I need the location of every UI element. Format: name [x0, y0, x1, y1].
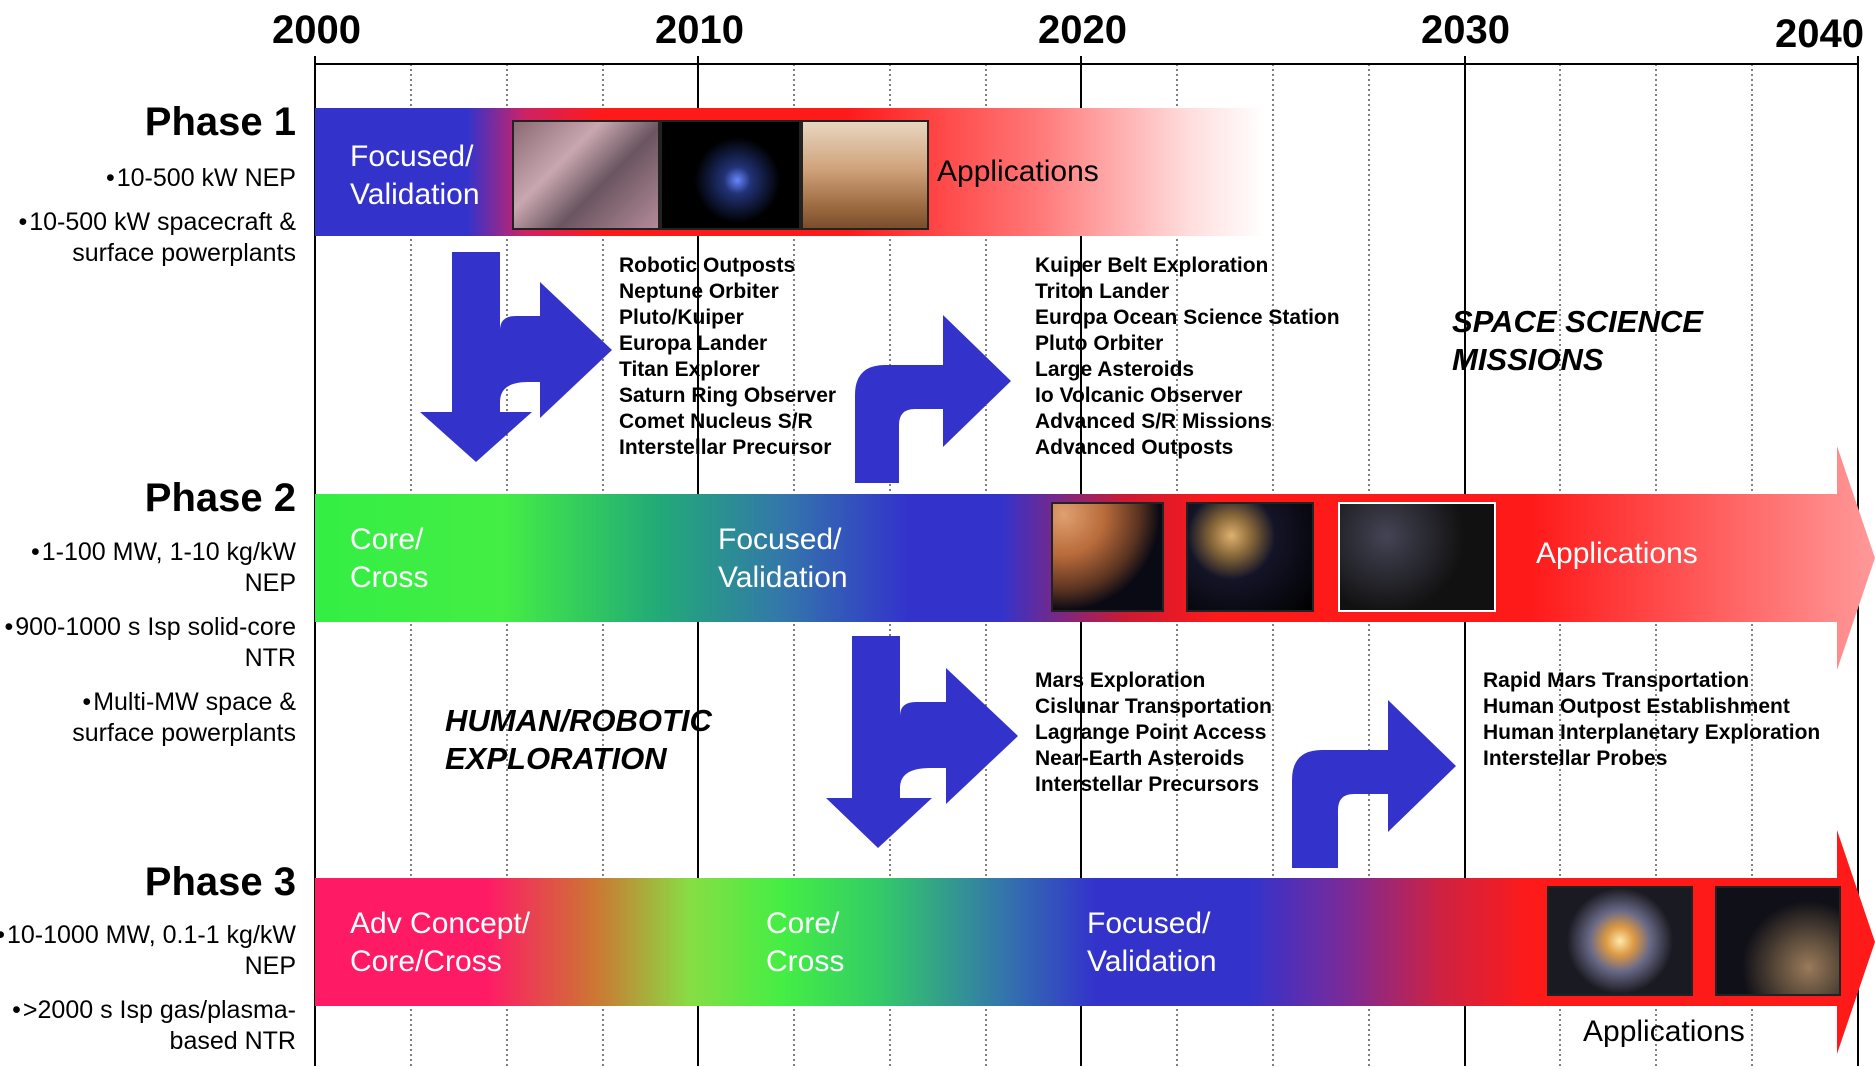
phase-1-title: Phase 1 — [144, 100, 296, 144]
list-item: Rapid Mars Transportation — [1483, 669, 1750, 692]
phase-1-spacecraft-photo — [660, 120, 801, 230]
list-item: Pluto Orbiter — [1035, 332, 1164, 355]
year-label-2020: 2020 — [1038, 8, 1127, 52]
blue-up-right-arrow-icon — [855, 315, 1011, 483]
phase-3-bullet: 10-1000 MW, 0.1-1 kg/kW NEP — [0, 920, 296, 982]
human-missions-list-2: Rapid Mars Transportation Human Outpost … — [1483, 668, 1820, 772]
list-item: Cislunar Transportation — [1035, 695, 1272, 718]
space-science-missions-title: SPACE SCIENCE MISSIONS — [1452, 304, 1703, 377]
list-item: Comet Nucleus S/R — [619, 410, 813, 433]
phase-3-band-label-adv-concept: Adv Concept/Core/Cross — [350, 907, 531, 978]
phase-1-bullet: 10-500 kW spacecraft & surface powerplan… — [0, 207, 296, 269]
phase-3-applications-label: Applications — [1583, 1015, 1745, 1048]
phase-2-title: Phase 2 — [144, 476, 296, 520]
blue-down-right-arrow-icon — [826, 636, 1018, 848]
phase-1-surface-powerplant-photo — [801, 120, 929, 230]
list-item: Neptune Orbiter — [619, 280, 779, 303]
list-item: Interstellar Precursors — [1035, 773, 1260, 796]
phase-1-applications-label: Applications — [937, 155, 1099, 188]
phase-2-starfield-spacecraft-photo — [1338, 502, 1496, 612]
phase-3-bullet: >2000 s Isp gas/plasma-based NTR — [0, 995, 296, 1057]
phase-3-title: Phase 3 — [144, 860, 296, 904]
year-label-2030: 2030 — [1421, 8, 1510, 52]
phase-1-band-label-focused: Focused/Validation — [350, 140, 480, 211]
list-item: Human Interplanetary Exploration — [1483, 721, 1821, 744]
phase-1-bullet: 10-500 kW NEP — [0, 163, 296, 194]
list-item: Large Asteroids — [1035, 358, 1195, 381]
list-item: Triton Lander — [1035, 280, 1170, 303]
list-item: Saturn Ring Observer — [619, 384, 837, 407]
phase-3-bullets: 10-1000 MW, 0.1-1 kg/kW NEP >2000 s Isp … — [0, 920, 296, 1070]
list-item: Europa Lander — [619, 332, 768, 355]
phase-2-bullets: 1-100 MW, 1-10 kg/kW NEP 900-1000 s Isp … — [0, 537, 296, 762]
phase-3-band — [315, 830, 1875, 1054]
list-item: Io Volcanic Observer — [1035, 384, 1243, 407]
phase-3-spacecraft-photo — [1715, 886, 1841, 996]
year-label-2000: 2000 — [272, 8, 361, 52]
phase-3-band-label-focused: Focused/Validation — [1087, 907, 1217, 978]
list-item: Europa Ocean Science Station — [1035, 306, 1340, 329]
human-missions-list-1: Mars Exploration Cislunar Transportation… — [1035, 668, 1272, 798]
list-item: Robotic Outposts — [619, 254, 796, 277]
list-item: Interstellar Precursor — [619, 436, 832, 459]
phase-1-lab-photo — [512, 120, 660, 230]
phase-2-mars-spacecraft-photo — [1051, 502, 1164, 612]
list-item: Mars Exploration — [1035, 669, 1206, 692]
phase-2-band-label-core: Core/Cross — [350, 523, 429, 594]
blue-up-right-arrow-icon — [1292, 700, 1456, 868]
phase-3-band-label-core: Core/Cross — [766, 907, 845, 978]
list-item: Human Outpost Establishment — [1483, 695, 1790, 718]
list-item: Advanced Outposts — [1035, 436, 1234, 459]
year-label-2040: 2040 — [1775, 12, 1864, 56]
phase-3-fusion-reactor-photo — [1547, 886, 1693, 996]
phase-2-bullet: 900-1000 s Isp solid-core NTR — [0, 612, 296, 674]
phase-2-nuclear-spacecraft-photo — [1186, 502, 1314, 612]
phase-2-applications-label: Applications — [1536, 537, 1698, 570]
list-item: Near-Earth Asteroids — [1035, 747, 1245, 770]
phase-2-band-label-focused: Focused/Validation — [718, 523, 848, 594]
phase-1-bullets: 10-500 kW NEP 10-500 kW spacecraft & sur… — [0, 163, 296, 282]
human-robotic-exploration-title: HUMAN/ROBOTIC EXPLORATION — [445, 703, 712, 776]
science-missions-list-1: Robotic Outposts Neptune Orbiter Pluto/K… — [619, 253, 836, 461]
list-item: Lagrange Point Access — [1035, 721, 1267, 744]
list-item: Kuiper Belt Exploration — [1035, 254, 1269, 277]
phase-2-bullet: Multi-MW space & surface powerplants — [0, 687, 296, 749]
science-missions-list-2: Kuiper Belt Exploration Triton Lander Eu… — [1035, 253, 1340, 461]
list-item: Pluto/Kuiper — [619, 306, 744, 329]
list-item: Interstellar Probes — [1483, 747, 1668, 770]
year-label-2010: 2010 — [655, 8, 744, 52]
list-item: Advanced S/R Missions — [1035, 410, 1272, 433]
phase-2-bullet: 1-100 MW, 1-10 kg/kW NEP — [0, 537, 296, 599]
list-item: Titan Explorer — [619, 358, 760, 381]
blue-down-right-arrow-icon — [420, 252, 612, 462]
